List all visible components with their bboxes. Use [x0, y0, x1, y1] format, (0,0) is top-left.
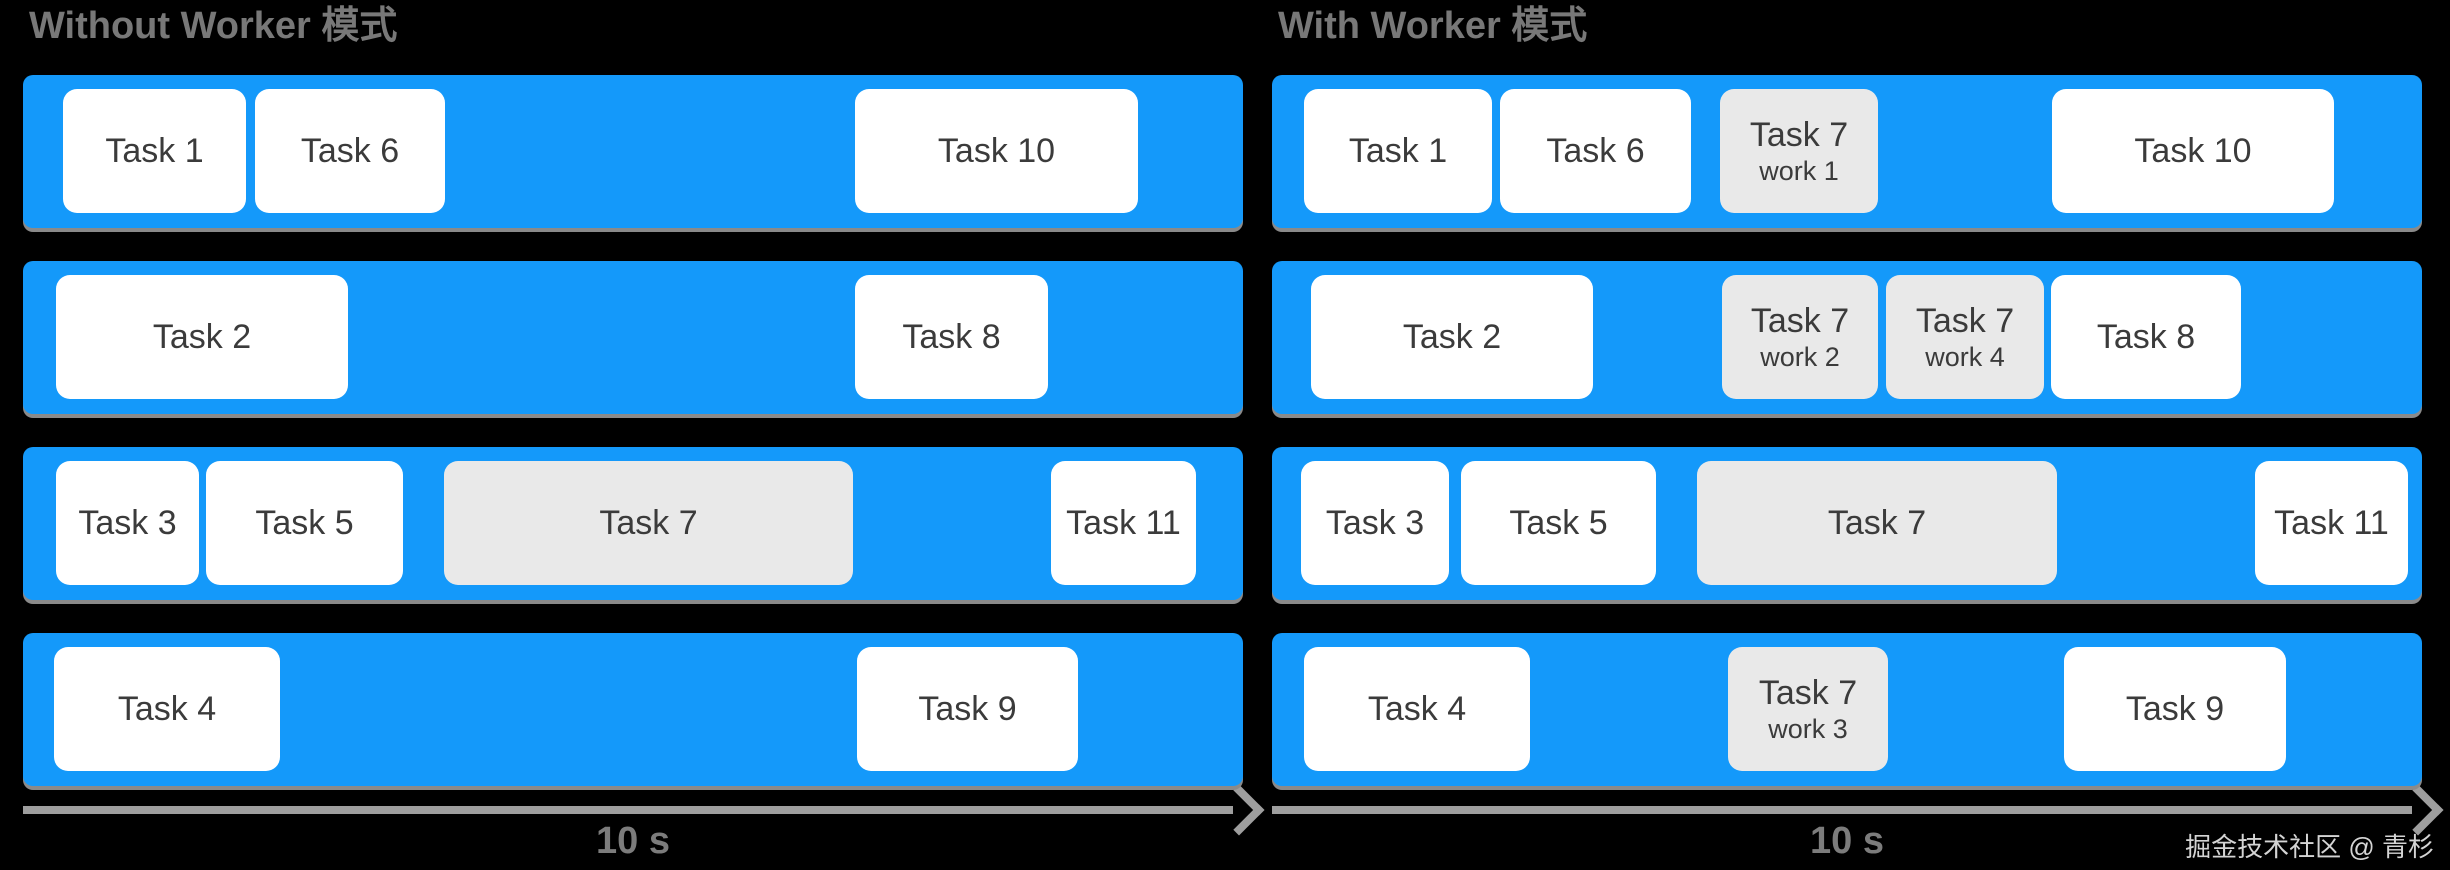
timeline-axis [1272, 806, 2412, 814]
task-label: Task 4 [1367, 690, 1467, 728]
task-work-chunk-label: work 3 [1768, 714, 1848, 744]
thread-lane: Task 4 Task 9 [23, 633, 1243, 786]
panel-title: With Worker 模式 [1278, 5, 1588, 47]
task-label: Task 5 [1509, 504, 1608, 542]
task-box: Task 4 [54, 647, 280, 771]
watermark: 掘金技术社区 @ 青杉 [2185, 832, 2434, 862]
task-label: Task 9 [918, 690, 1017, 728]
task-label: Task 6 [300, 132, 400, 170]
timeline-duration-label: 10 s [1810, 820, 1884, 862]
task-box: Task 8 [2051, 275, 2241, 399]
worker-task-box: Task 7 [444, 461, 853, 585]
task-box: Task 4 [1304, 647, 1530, 771]
task-box: Task 9 [857, 647, 1078, 771]
task-work-chunk-label: work 1 [1759, 156, 1839, 186]
task-box: Task 3 [1301, 461, 1449, 585]
task-box: Task 3 [56, 461, 199, 585]
task-label: Task 7 [1750, 302, 1850, 340]
task-box: Task 11 [2255, 461, 2408, 585]
task-label: Task 7 [1827, 504, 1927, 542]
task-label: Task 10 [937, 132, 1056, 170]
timeline-axis [23, 806, 1233, 814]
task-label: Task 8 [902, 318, 1001, 356]
task-label: Task 2 [152, 318, 252, 356]
task-box: Task 9 [2064, 647, 2286, 771]
task-box: Task 10 [855, 89, 1138, 213]
thread-lane: Task 3 Task 5 Task 7 Task 11 [23, 447, 1243, 600]
thread-lane: Task 1 Task 6 Task 10 [23, 75, 1243, 228]
worker-task-box: Task 7 [1697, 461, 2057, 585]
task-box: Task 1 [63, 89, 246, 213]
task-label: Task 9 [2125, 690, 2225, 728]
task-box: Task 1 [1304, 89, 1492, 213]
task-label: Task 7 [1749, 116, 1849, 154]
thread-lane: Task 3 Task 5 Task 7 Task 11 [1272, 447, 2422, 600]
task-label: Task 1 [105, 132, 204, 170]
task-label: Task 7 [1915, 302, 2015, 340]
task-label: Task 7 [1758, 674, 1858, 712]
task-work-chunk-label: work 2 [1760, 342, 1840, 372]
task-label: Task 3 [1325, 504, 1425, 542]
panel-title: Without Worker 模式 [29, 5, 398, 47]
task-label: Task 11 [1066, 504, 1181, 542]
task-label: Task 1 [1348, 132, 1448, 170]
task-label: Task 10 [2134, 132, 2252, 170]
task-label: Task 7 [599, 504, 698, 542]
task-label: Task 4 [117, 690, 217, 728]
task-box: Task 6 [1500, 89, 1691, 213]
task-label: Task 6 [1546, 132, 1645, 170]
task-box: Task 6 [255, 89, 445, 213]
task-work-chunk-label: work 4 [1925, 342, 2005, 372]
task-box: Task 5 [1461, 461, 1656, 585]
thread-lane: Task 2 Task 8 [23, 261, 1243, 414]
task-label: Task 11 [2274, 504, 2389, 542]
task-box: Task 5 [206, 461, 403, 585]
task-box: Task 10 [2052, 89, 2334, 213]
task-label: Task 5 [255, 504, 354, 542]
task-label: Task 3 [78, 504, 177, 542]
task-box: Task 8 [855, 275, 1048, 399]
timeline-duration-label: 10 s [596, 820, 670, 862]
task-label: Task 8 [2096, 318, 2196, 356]
task-box: Task 2 [56, 275, 348, 399]
task-box: Task 2 [1311, 275, 1593, 399]
task-box: Task 11 [1051, 461, 1196, 585]
task-label: Task 2 [1402, 318, 1502, 356]
